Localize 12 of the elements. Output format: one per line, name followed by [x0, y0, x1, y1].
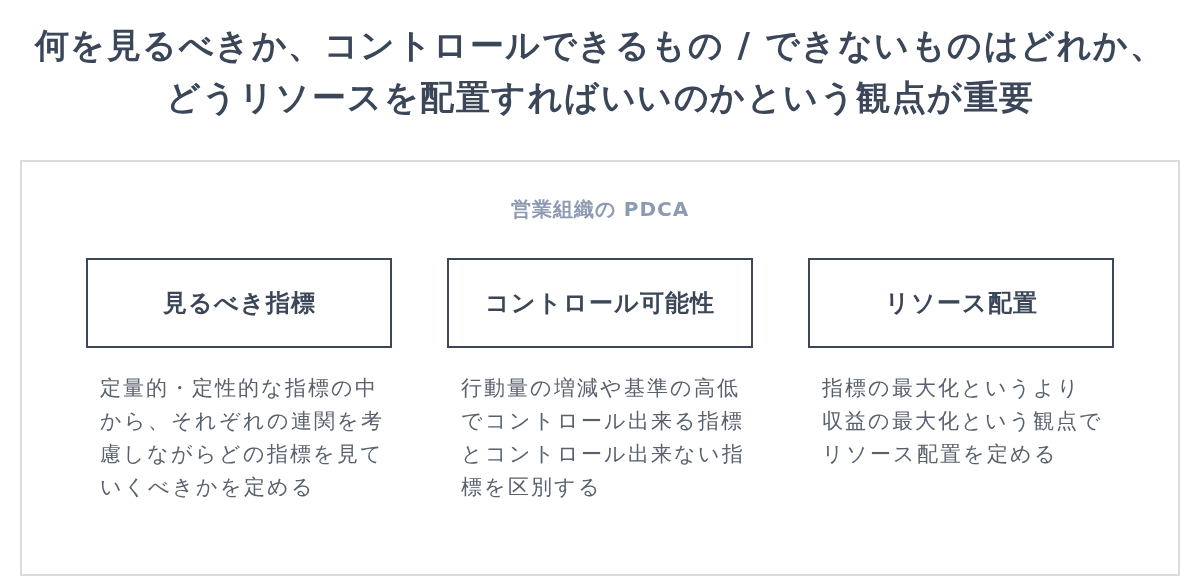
- description-text: 定量的・定性的な指標の中から、それぞれの連関を考慮しながらどの指標を見ていくべきかを定める: [100, 375, 385, 501]
- category-box: [447, 258, 753, 348]
- box-label: 見るべき指標: [162, 288, 316, 319]
- description-text: 行動量の増減や基準の高低でコントロール出来る指標とコントロール出来ない指標を区別する: [461, 375, 746, 501]
- box-label: コントロール可能性: [485, 288, 715, 319]
- frame-panel: [20, 160, 1180, 576]
- title: 何を見るべきか、コントロールできるもの / できないものはどれか、どうリソースを配置すればいいのかという観点が重要: [33, 24, 1167, 119]
- description-text: 指標の最大化というより収益の最大化という観点でリソース配置を定める: [822, 375, 1104, 468]
- category-box: [86, 258, 392, 348]
- panel-heading: 営業組織の PDCA: [509, 196, 691, 223]
- box-label: リソース配置: [884, 288, 1038, 319]
- category-box: [808, 258, 1114, 348]
